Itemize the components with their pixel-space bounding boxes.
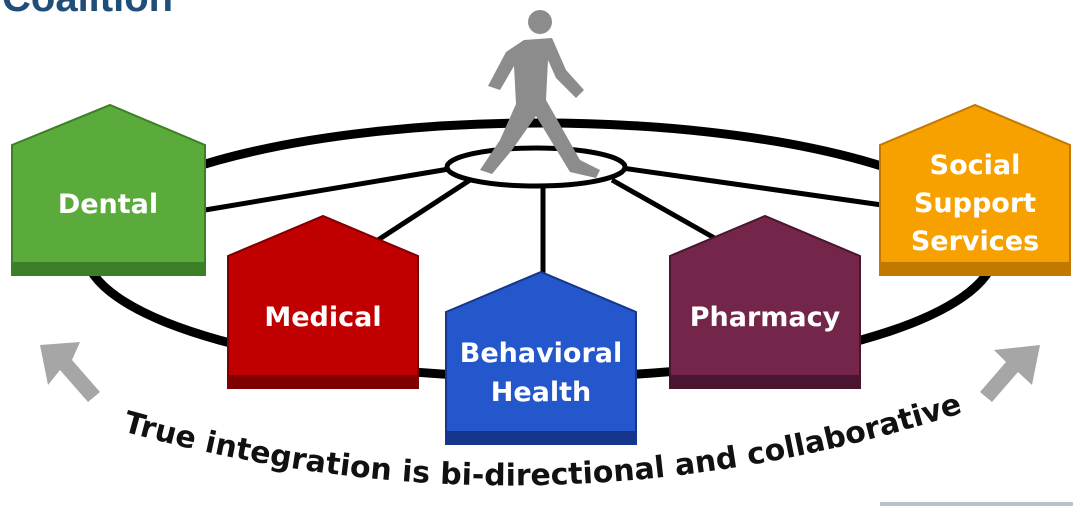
house-label-behavioral-line2: Health xyxy=(491,377,592,408)
curved-arrow-icon-right xyxy=(980,345,1040,402)
spoke-dental xyxy=(204,165,456,213)
curved-arrow-icon-left xyxy=(40,342,100,402)
house-label-dental: Dental xyxy=(58,189,158,220)
house-medical: Medical xyxy=(227,214,419,389)
spokes xyxy=(204,165,883,278)
hub-ring xyxy=(444,145,628,189)
house-label-social-line1: Social xyxy=(930,150,1021,181)
spoke-medical xyxy=(376,177,472,243)
house-dental: Dental xyxy=(11,103,206,276)
page-title: Coalition xyxy=(2,0,173,21)
house-label-behavioral-line1: Behavioral xyxy=(460,338,623,369)
house-pharmacy: Pharmacy xyxy=(669,214,861,389)
house-label-social-line3: Services xyxy=(911,226,1039,257)
spoke-social xyxy=(621,165,883,208)
house-behavioral-health: Behavioral Health xyxy=(445,270,637,445)
spoke-pharmacy xyxy=(610,177,720,243)
house-label-medical: Medical xyxy=(264,302,381,333)
house-social-support-services: Social Support Services xyxy=(879,103,1071,276)
house-label-social-line2: Support xyxy=(914,188,1036,219)
footer-bar xyxy=(880,502,1073,506)
house-label-pharmacy: Pharmacy xyxy=(690,302,841,333)
walking-person-icon xyxy=(480,10,600,178)
